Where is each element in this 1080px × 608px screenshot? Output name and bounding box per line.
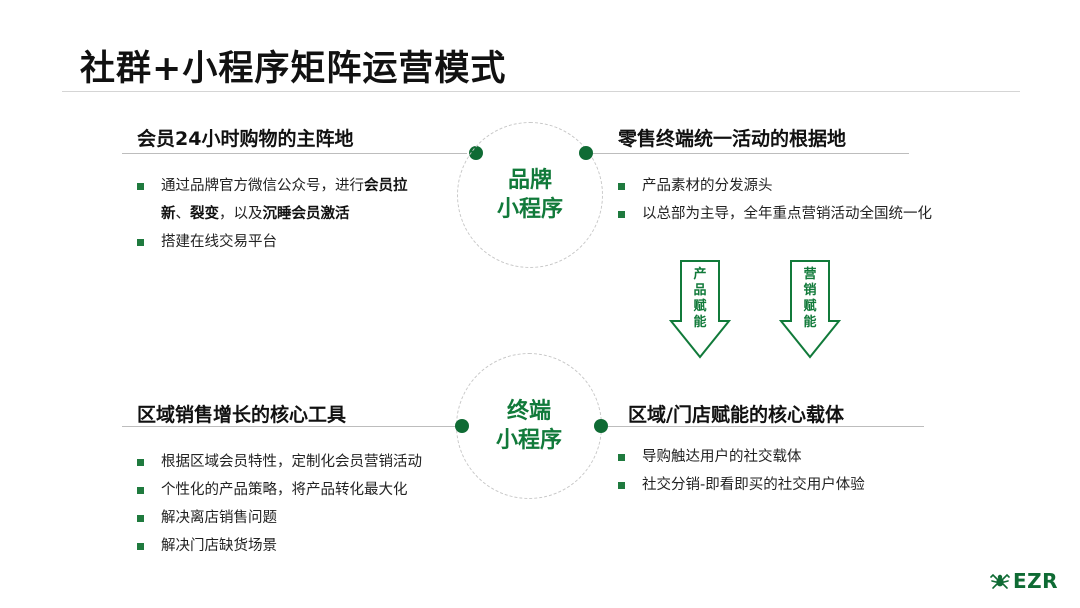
- list-item: 解决门店缺货场景: [137, 532, 467, 560]
- bottom-right-divider: [608, 426, 924, 427]
- bottom-left-divider: [122, 426, 461, 427]
- list-item: 搭建在线交易平台: [137, 228, 447, 256]
- logo-text: EZR: [1013, 569, 1059, 593]
- product-empower-arrow: [669, 260, 731, 359]
- bottom-right-heading: 区域/门店赋能的核心载体: [628, 404, 844, 426]
- top-left-divider: [122, 153, 467, 154]
- list-item: 导购触达用户的社交载体: [618, 443, 958, 471]
- title-divider: [62, 91, 1020, 92]
- arrow-down-icon: [669, 260, 731, 359]
- top-left-bullet-list: 通过品牌官方微信公众号，进行会员拉 新、裂变，以及沉睡会员激活 搭建在线交易平台: [137, 172, 447, 256]
- bottom-left-heading: 区域销售增长的核心工具: [137, 404, 347, 426]
- top-right-divider: [593, 153, 909, 154]
- list-item: 通过品牌官方微信公众号，进行会员拉 新、裂变，以及沉睡会员激活: [137, 172, 447, 228]
- top-left-heading: 会员24小时购物的主阵地: [137, 128, 354, 150]
- bottom-left-connector-dot: [455, 419, 469, 433]
- top-right-connector-dot: [579, 146, 593, 160]
- list-item: 产品素材的分发源头: [618, 172, 978, 200]
- terminal-mini-program-label: 终端 小程序: [495, 399, 562, 453]
- list-item: 解决离店销售问题: [137, 504, 467, 532]
- bottom-right-connector-dot: [594, 419, 608, 433]
- list-item: 个性化的产品策略，将产品转化最大化: [137, 476, 467, 504]
- top-right-bullet-list: 产品素材的分发源头 以总部为主导，全年重点营销活动全国统一化: [618, 172, 978, 228]
- top-right-heading: 零售终端统一活动的根据地: [618, 128, 847, 150]
- list-item: 以总部为主导，全年重点营销活动全国统一化: [618, 200, 978, 228]
- product-empower-label: 产 品 赋 能: [693, 267, 707, 330]
- page-title: 社群+小程序矩阵运营模式: [80, 49, 507, 89]
- brand-mini-program-circle: [457, 122, 603, 268]
- bottom-left-bullet-list: 根据区域会员特性，定制化会员营销活动 个性化的产品策略，将产品转化最大化 解决离…: [137, 448, 467, 560]
- arrow-down-icon: [779, 260, 841, 359]
- list-item: 社交分销-即看即买的社交用户体验: [618, 471, 958, 499]
- spider-icon: [990, 573, 1010, 589]
- brand-mini-program-label: 品牌 小程序: [496, 168, 563, 222]
- marketing-empower-label: 营 销 赋 能: [803, 267, 817, 330]
- bottom-right-bullet-list: 导购触达用户的社交载体 社交分销-即看即买的社交用户体验: [618, 443, 958, 499]
- ezr-logo: EZR: [990, 569, 1058, 593]
- list-item: 根据区域会员特性，定制化会员营销活动: [137, 448, 467, 476]
- marketing-empower-arrow: [779, 260, 841, 359]
